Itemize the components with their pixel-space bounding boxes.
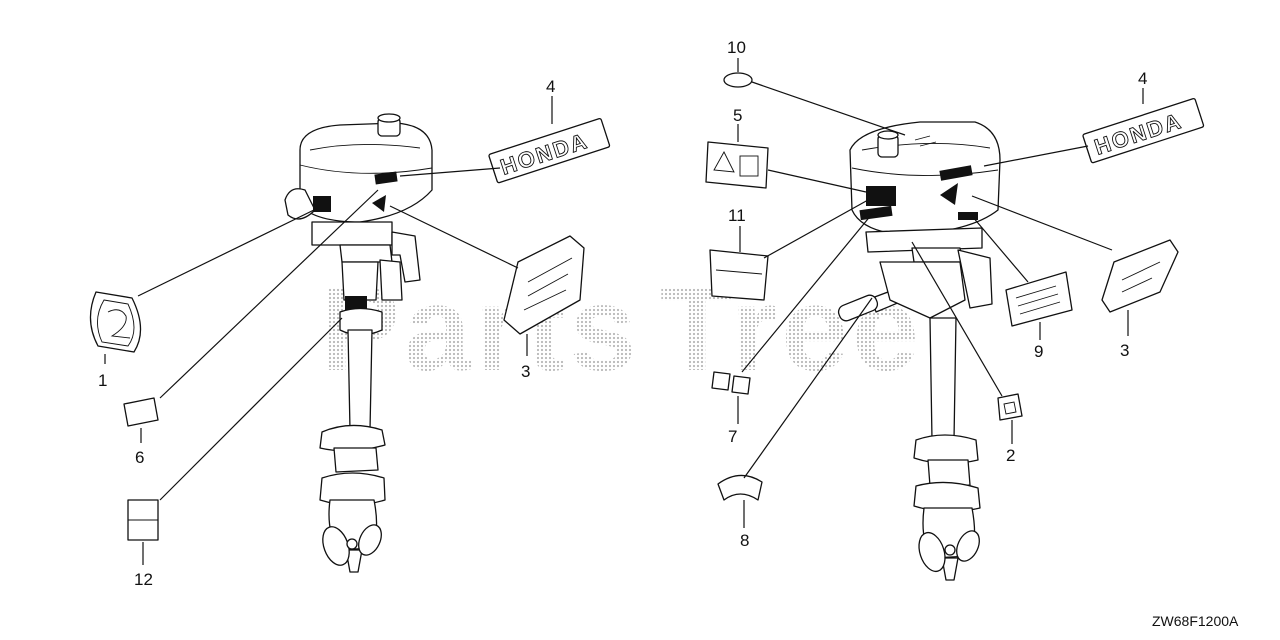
label-2-right	[997, 393, 1023, 421]
callout-5: 5	[733, 106, 742, 125]
callout-3-left: 3	[521, 362, 530, 381]
outboard-left	[284, 113, 433, 573]
decal-2-emblem	[89, 291, 142, 353]
callout-3-right: 3	[1120, 341, 1129, 360]
callout-2: 2	[1006, 446, 1015, 465]
callout-10: 10	[727, 38, 746, 57]
decal-honda-left: HONDA	[488, 118, 611, 184]
decal-3-left	[503, 235, 585, 335]
diagram-code: ZW68F1200A	[1152, 613, 1239, 629]
callout-12: 12	[134, 570, 153, 589]
callout-7: 7	[728, 427, 737, 446]
label-9	[1005, 271, 1073, 327]
callout-9: 9	[1034, 342, 1043, 361]
part-8	[717, 474, 763, 501]
decal-honda-left-text: HONDA	[497, 128, 591, 180]
label-7	[711, 371, 751, 395]
callout-6: 6	[135, 448, 144, 467]
callout-numbers: 1 2 3 3 4 4 5 6 7 8 9 10 11 12	[98, 38, 1147, 589]
decal-3-right	[1101, 239, 1179, 313]
label-5-warning	[705, 141, 769, 189]
callout-8: 8	[740, 531, 749, 550]
callout-11: 11	[728, 206, 746, 225]
decal-honda-right-text: HONDA	[1091, 108, 1185, 160]
leader-lines-left	[104, 96, 553, 565]
callout-4-right: 4	[1138, 69, 1147, 88]
leader-lines-right	[737, 58, 1144, 528]
label-12	[127, 499, 159, 541]
watermark-brand-2: Tree	[660, 262, 923, 396]
watermark: Parts Tree	[320, 262, 923, 396]
decal-honda-right: HONDA	[1082, 98, 1205, 164]
outboard-right	[837, 121, 1001, 581]
label-6	[123, 397, 159, 427]
callout-4-left: 4	[546, 77, 555, 96]
callout-1: 1	[98, 371, 107, 390]
label-11	[709, 249, 769, 301]
oring-10	[723, 72, 753, 88]
